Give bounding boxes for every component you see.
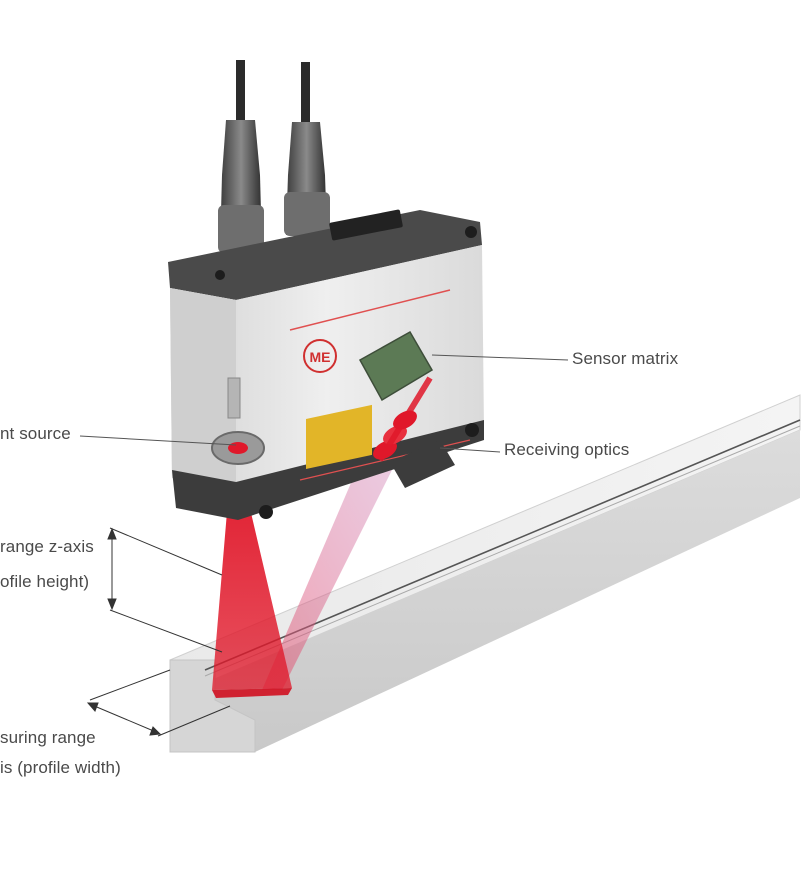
screw-top-right [465, 226, 477, 238]
cables [218, 60, 330, 253]
sensor-housing: ME [168, 209, 484, 520]
label-x-axis-line2: is (profile width) [0, 758, 121, 778]
label-z-axis-line1: range z-axis [0, 537, 94, 557]
label-receiving-optics: Receiving optics [504, 440, 629, 460]
connector-right-nut [284, 192, 330, 236]
label-z-axis-line2: ofile height) [0, 572, 89, 592]
label-x-axis-line1: suring range [0, 728, 96, 748]
label-sensor-matrix: Sensor matrix [572, 349, 678, 369]
screw-top-left [215, 270, 225, 280]
logo-text: ME [310, 349, 331, 365]
cable-left [236, 60, 245, 120]
dimension-z-axis [108, 528, 222, 652]
cable-right [301, 62, 310, 122]
screw-bottom-left [259, 505, 273, 519]
label-light-source: nt source [0, 424, 71, 444]
light-source-lens [228, 442, 248, 454]
light-source-slot [228, 378, 240, 418]
screw-bottom-right [465, 423, 479, 437]
laser-fan [212, 500, 292, 690]
